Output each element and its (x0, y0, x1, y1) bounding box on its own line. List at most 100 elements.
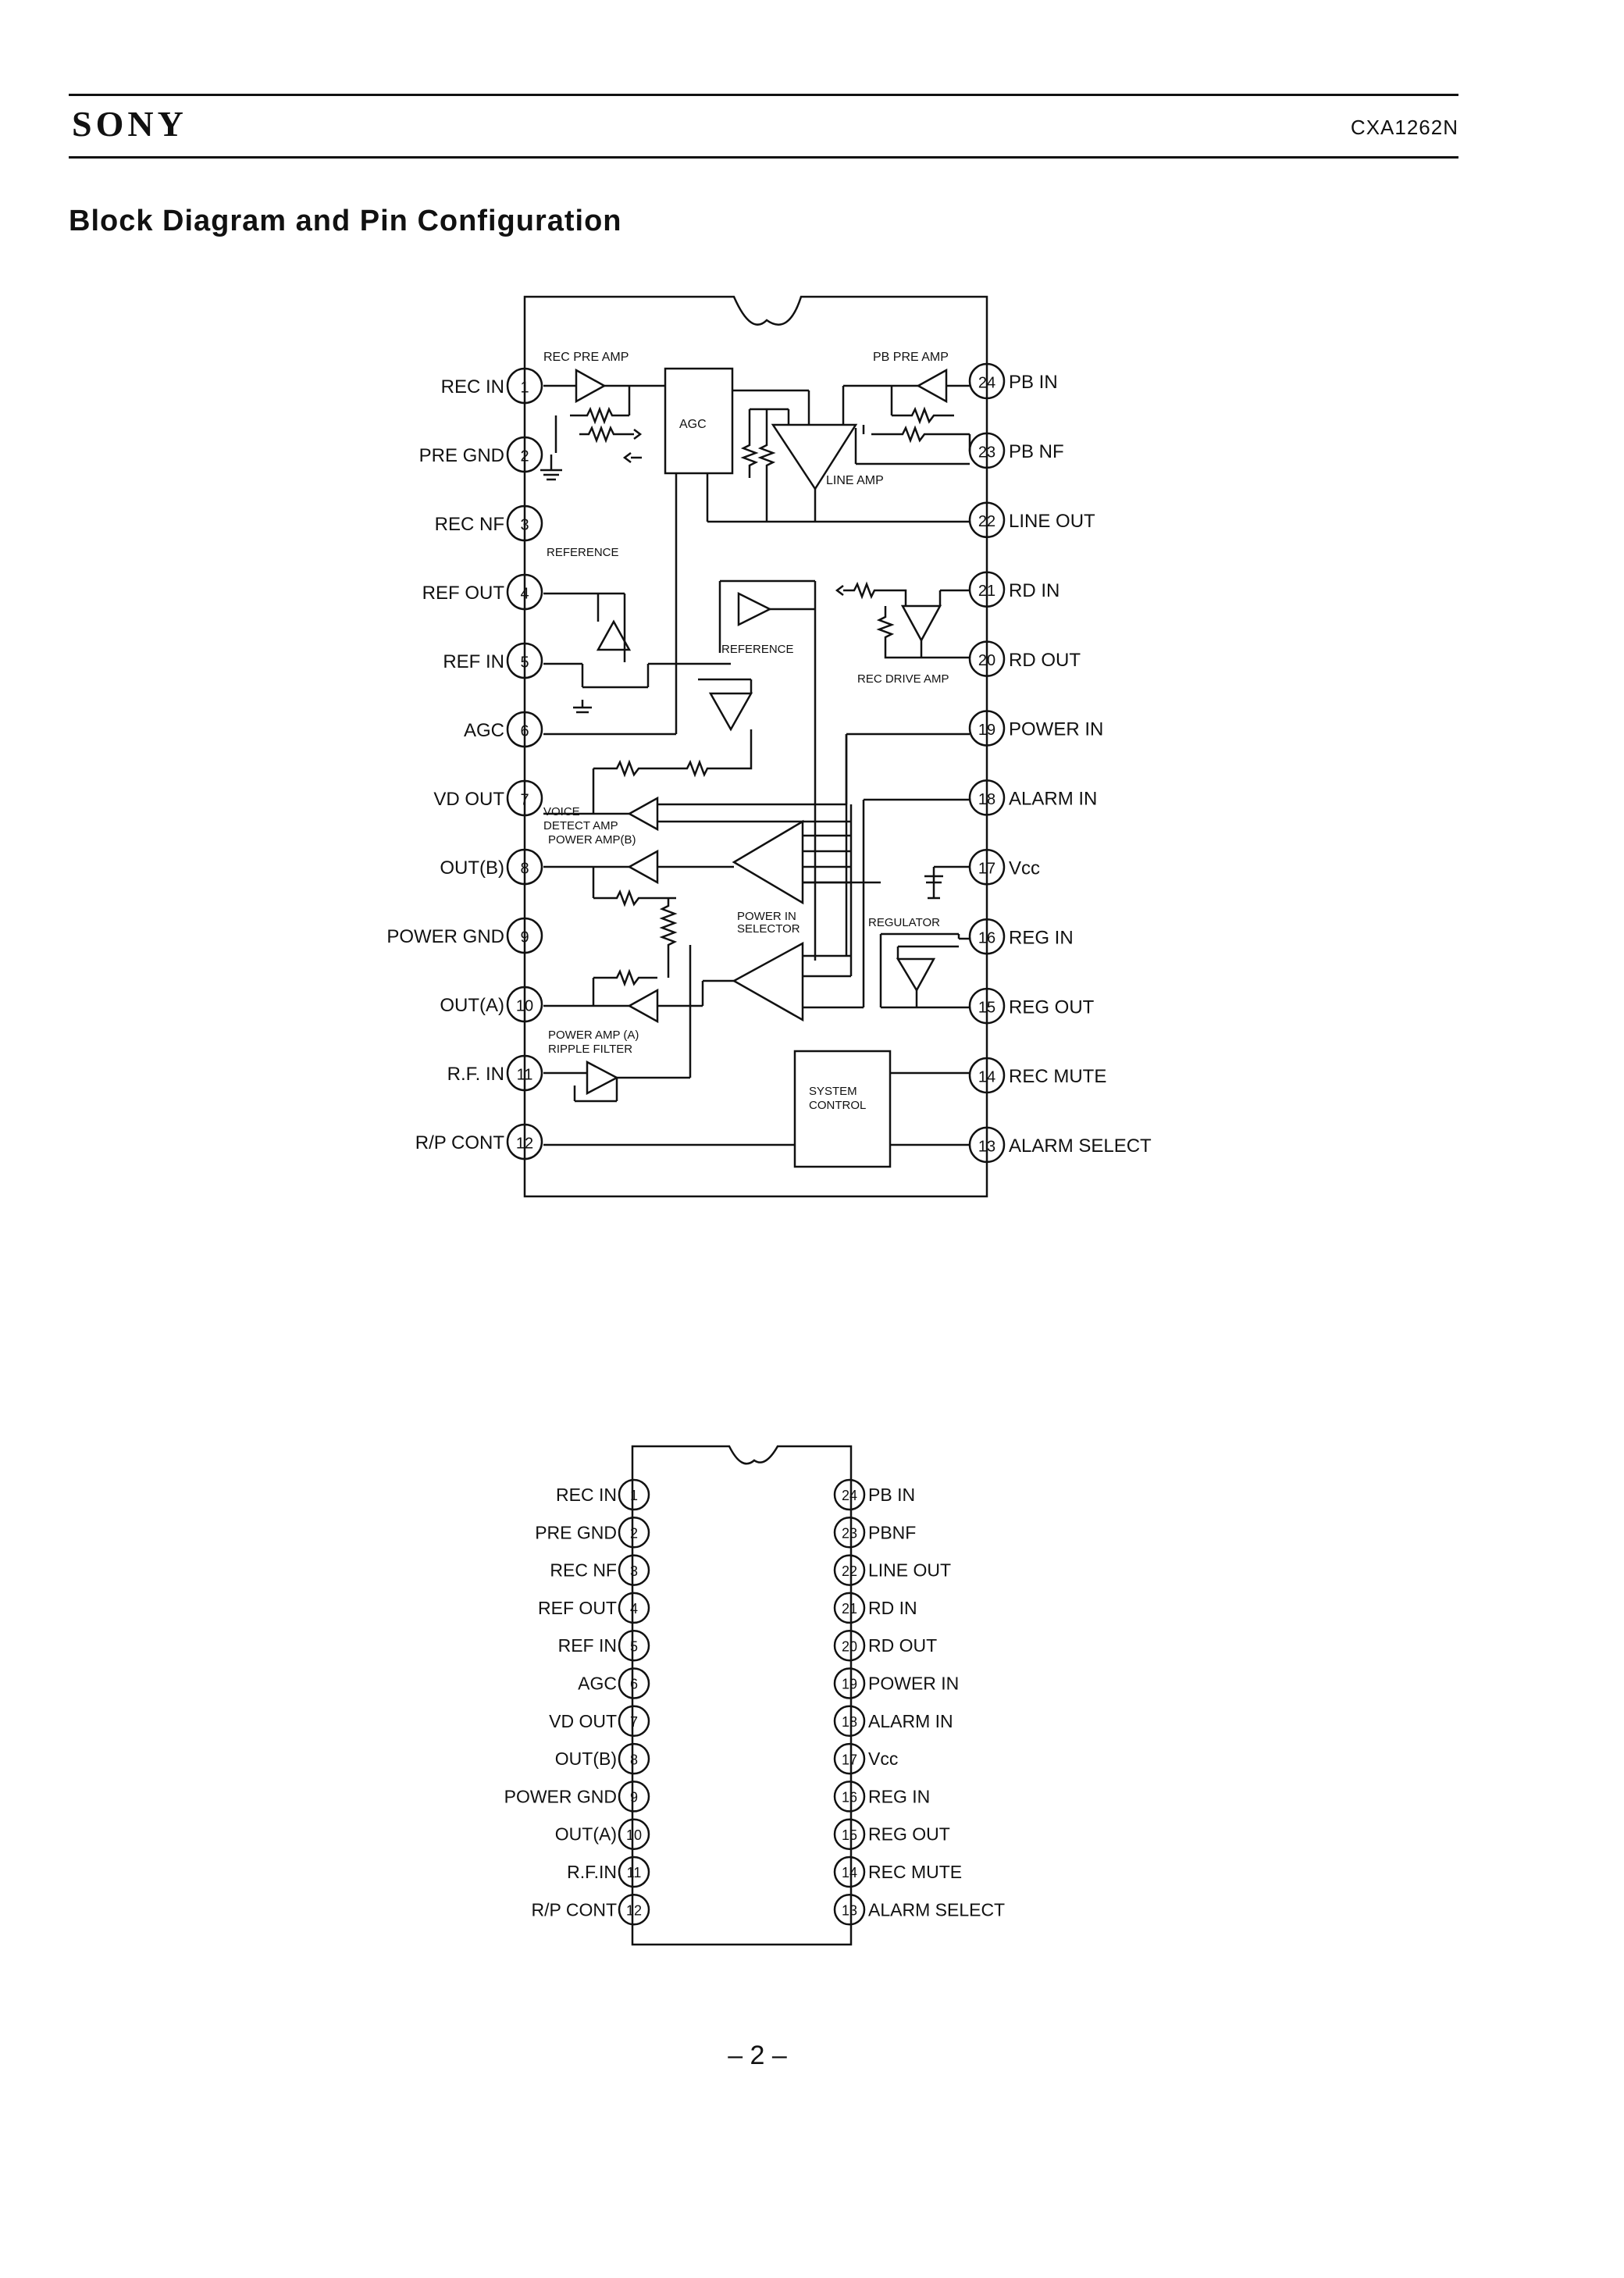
pin-4-circle (506, 573, 543, 611)
pin-12-label: R/P CONT (415, 1132, 505, 1153)
pin-19-label: POWER IN (868, 1673, 959, 1693)
power-selector-triangle-a-icon (732, 941, 804, 1022)
pin-5-circle (618, 1629, 650, 1662)
rec-drive-amp-label: REC DRIVE AMP (857, 672, 949, 686)
pin-3-number: 3 (520, 516, 529, 533)
pin-9-circle (506, 917, 543, 954)
pin-2-label: PRE GND (419, 445, 504, 466)
power-in-selector-label-2: SELECTOR (737, 922, 800, 936)
rec-drive-amp-triangle-icon (900, 604, 942, 643)
pin-10-label: OUT(A) (555, 1824, 617, 1845)
pin-17-label: Vcc (868, 1749, 898, 1769)
pin-22-circle (833, 1554, 866, 1586)
reference-left-triangle-icon (596, 619, 632, 651)
system-control-label-1: SYSTEM (809, 1085, 857, 1098)
rec-pre-amp-triangle-icon (575, 368, 607, 404)
pin-20-label: RD OUT (1009, 650, 1081, 671)
pin-9-label: POWER GND (386, 926, 504, 947)
line-amp-label: LINE AMP (826, 474, 884, 487)
pin-1-label: REC IN (441, 376, 504, 397)
pin-7-number: 7 (630, 1714, 638, 1730)
pin-8-circle (506, 848, 543, 886)
power-amp-b-block: POWER AMP(B) (543, 833, 734, 907)
line-amp-block: LINE AMP (732, 389, 884, 522)
pin-4-number: 4 (520, 585, 529, 602)
pin-21-label: RD IN (1009, 580, 1060, 601)
pin-3-circle (618, 1554, 650, 1586)
line-amp-resistor-a-icon (740, 437, 759, 478)
system-control-block: SYSTEM CONTROL (543, 1050, 970, 1168)
pin-6-circle (506, 711, 543, 748)
pin-15-number: 15 (978, 999, 995, 1016)
pin-19-circle (968, 710, 1006, 747)
pin-9-number: 9 (520, 929, 529, 946)
pin-21-circle (833, 1592, 866, 1624)
pin-15-circle (968, 987, 1006, 1025)
pin-12-circle (618, 1894, 650, 1926)
pin-10-number: 10 (626, 1827, 642, 1843)
pin-10-label: OUT(A) (440, 995, 504, 1016)
pin-13-number: 13 (978, 1138, 995, 1155)
pin-2-number: 2 (520, 447, 529, 465)
pin-2-number: 2 (630, 1526, 638, 1542)
pin-8-label: OUT(B) (440, 857, 504, 879)
pin-7-number: 7 (520, 791, 529, 808)
pin-1-circle (506, 367, 543, 405)
rec-pre-amp-gain-resistor-icon (579, 425, 634, 444)
pin-2-circle (618, 1517, 650, 1549)
pin-24-circle (833, 1478, 866, 1511)
power-amp-b-label: POWER AMP(B) (548, 833, 636, 847)
pin-3-number: 3 (630, 1563, 638, 1579)
pin-22-label: LINE OUT (868, 1560, 951, 1581)
pin-19-circle (833, 1667, 866, 1699)
pin-20-circle (833, 1629, 866, 1662)
pin-2-label: PRE GND (535, 1522, 617, 1542)
header-rule-top (69, 94, 1458, 96)
rec-drive-amp-resistor-icon (843, 581, 907, 606)
pin-18-label: ALARM IN (1009, 789, 1097, 810)
pin-21-number: 21 (978, 583, 995, 600)
pin-20-number: 20 (978, 652, 995, 669)
pin-18-circle (833, 1705, 866, 1738)
power-amp-b-triangle-icon (627, 849, 659, 885)
pin-17-number: 17 (842, 1752, 857, 1767)
pin-config-package-outline (631, 1445, 853, 1946)
pin-19-number: 19 (842, 1677, 857, 1692)
pin-16-number: 16 (842, 1790, 857, 1806)
part-number: CXA1262N (1350, 116, 1458, 139)
pin-16-circle (833, 1781, 866, 1813)
pin-5-label: REF IN (443, 651, 504, 672)
pin-24-label: PB IN (1009, 372, 1058, 393)
pin-5-number: 5 (520, 654, 529, 671)
pin-22-number: 22 (842, 1563, 857, 1579)
reference-left-block: REFERENCE (543, 546, 650, 714)
pb-pre-amp-label: PB PRE AMP (873, 351, 949, 364)
pin-4-circle (618, 1592, 650, 1624)
pin-17-number: 17 (978, 861, 995, 878)
pin-1-label: REC IN (556, 1485, 617, 1505)
pin-14-label: REC MUTE (868, 1862, 962, 1882)
pin-11-number: 11 (517, 1066, 533, 1083)
pin-9-label: POWER GND (504, 1786, 617, 1806)
pin-6-circle (618, 1667, 650, 1699)
pin-13-circle (833, 1894, 866, 1926)
pin-8-number: 8 (630, 1752, 638, 1767)
pin-24-number: 24 (978, 374, 995, 391)
pin-9-number: 9 (630, 1790, 638, 1806)
voice-detect-resistor-a-icon (593, 759, 676, 778)
pin-16-label: REG IN (1009, 927, 1074, 948)
pin-5-circle (506, 642, 543, 679)
pin-12-label: R/P CONT (532, 1899, 617, 1920)
power-in-selector-label-1: POWER IN (737, 910, 796, 923)
pin-20-number: 20 (842, 1638, 857, 1654)
pin-19-number: 19 (978, 722, 995, 739)
pin-10-circle (618, 1818, 650, 1850)
pin-16-label: REG IN (868, 1786, 930, 1806)
ripple-filter-block: RIPPLE FILTER (543, 945, 692, 1103)
pin-23-number: 23 (842, 1526, 857, 1542)
agc-block (664, 367, 734, 475)
pin-8-number: 8 (520, 860, 529, 877)
header-rule-bottom (69, 156, 1458, 159)
pin-5-number: 5 (630, 1638, 638, 1654)
